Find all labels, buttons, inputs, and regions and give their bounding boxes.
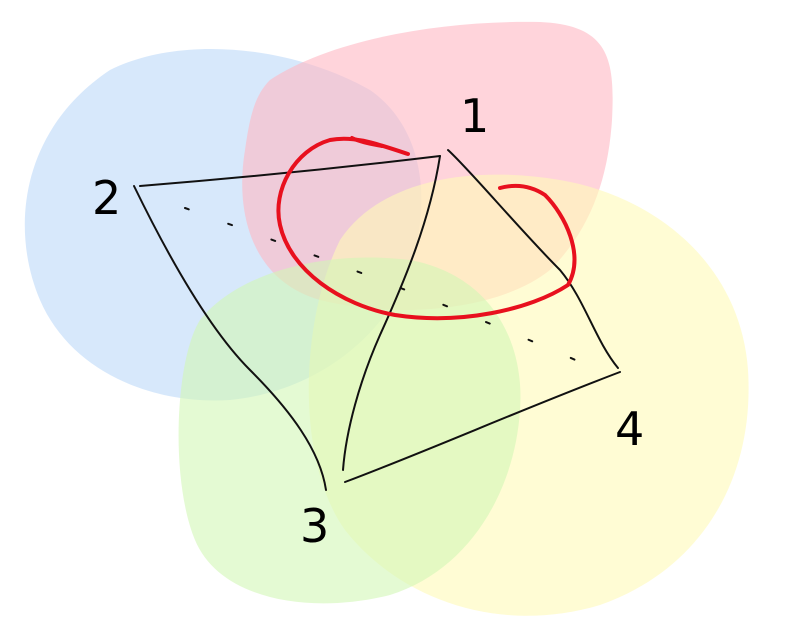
highlight-loop [276,136,577,321]
node-labels: 1 2 3 4 [92,89,644,553]
node-1-label: 1 [460,89,489,143]
edge-2-3 [133,185,327,491]
edges [133,149,621,491]
node-4-label: 4 [615,402,644,456]
edge-1-3 [342,155,441,471]
node-3-label: 3 [300,499,329,553]
node-2-label: 2 [92,171,121,225]
edge-3-4 [344,371,621,483]
edge-1-4 [447,149,619,369]
highlight-loop-tick [350,136,384,148]
